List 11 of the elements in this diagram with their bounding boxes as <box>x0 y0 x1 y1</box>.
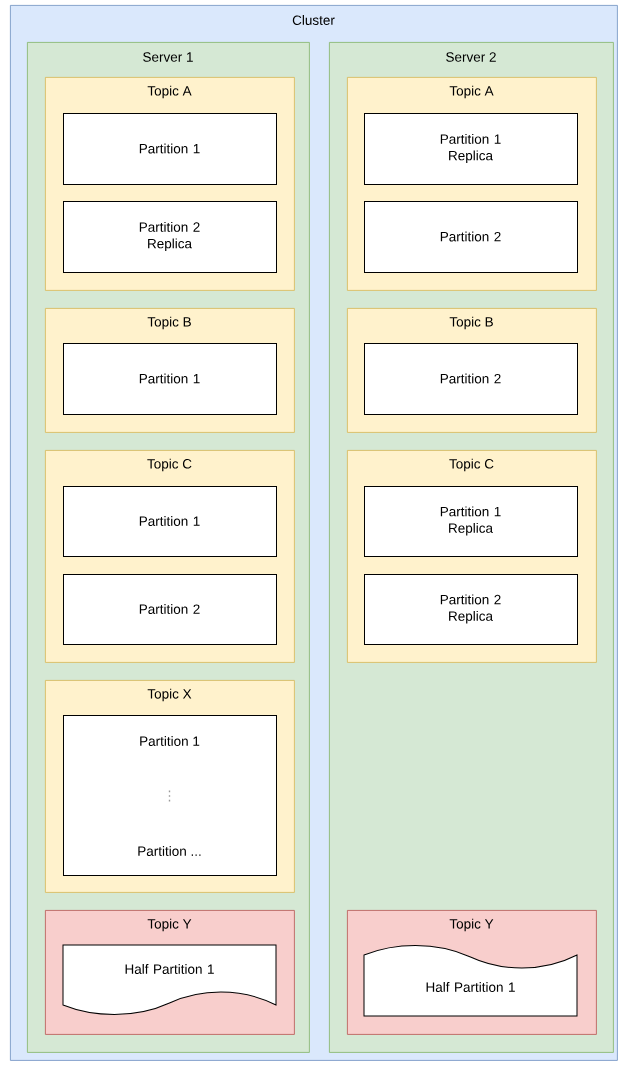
partition-box: Partition 1 <box>63 113 277 185</box>
partition-box: Partition 1 ⋮ Partition ... <box>63 715 277 876</box>
partition-box: Partition 2 <box>364 343 578 415</box>
partition-box: Partition 2 Replica <box>63 201 277 273</box>
partition-box: Partition 1 Replica <box>364 486 578 557</box>
partition-box: Partition 2 <box>63 574 277 645</box>
partition-box: Partition 1 <box>63 343 277 415</box>
partition-box: Partition 2 Replica <box>364 574 578 645</box>
partition-box: Partition 1 Replica <box>364 113 578 185</box>
partition-box: Partition 1 <box>63 486 277 557</box>
partition-box: Partition 2 <box>364 201 578 273</box>
